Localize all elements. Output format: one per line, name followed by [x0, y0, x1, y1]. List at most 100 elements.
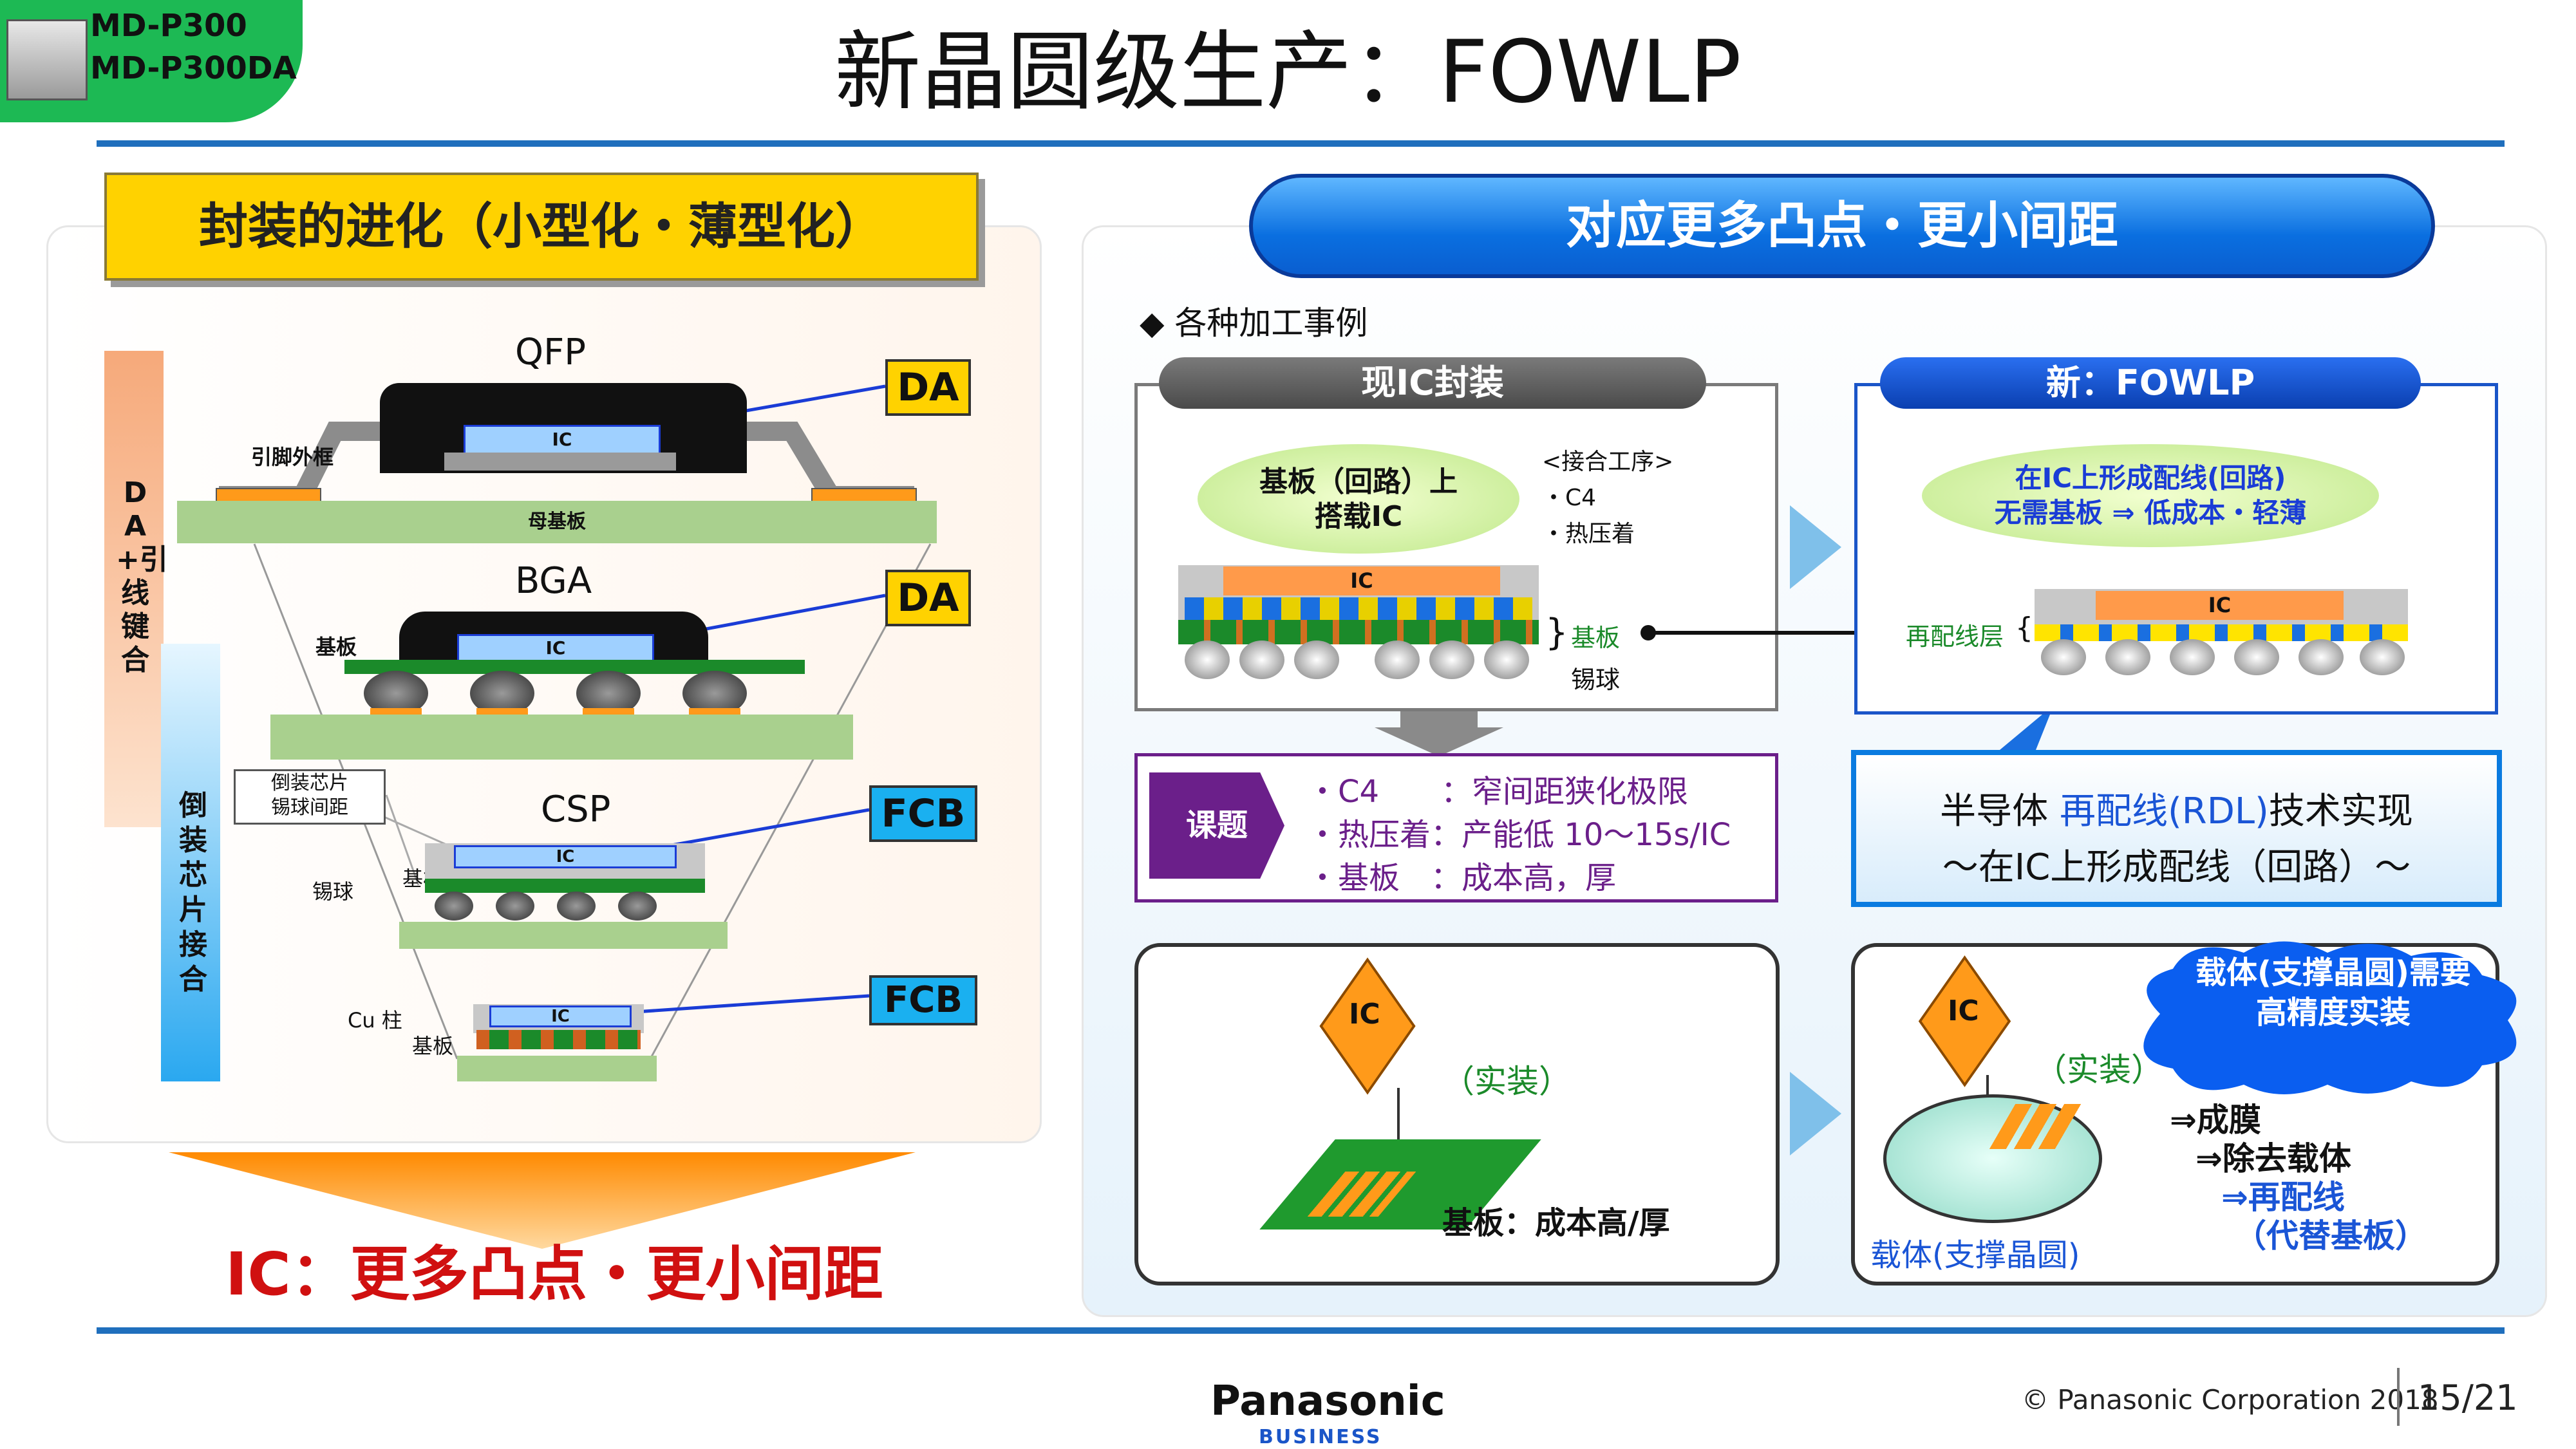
rdl-box: 半导体 再配线(RDL)技术实现 〜在IC上形成配线（回路）〜	[1851, 750, 2502, 907]
current-ball-4	[1375, 640, 1420, 679]
fowlp-rdl	[2035, 624, 2408, 641]
pitch-callout-text: 倒装芯片 锡球间距	[271, 772, 348, 819]
current-ball-2	[1239, 640, 1284, 679]
current-substrate-label: 基板	[1571, 624, 1621, 652]
footer-divider	[2397, 1368, 2400, 1426]
current-ball-5	[1429, 640, 1474, 679]
fc-vertical-label: 倒装芯片接合	[179, 789, 207, 996]
da-gradient-bar	[104, 351, 164, 827]
page-title: 新晶圆级生产：FOWLP	[834, 22, 1742, 122]
ic-chip-iso-right-text: IC	[1948, 995, 1979, 1027]
footer-rule	[97, 1327, 2505, 1334]
bga-label: BGA	[515, 560, 592, 602]
cloud-text: 载体(支撑晶圆)需要 高精度实装	[2195, 955, 2471, 1031]
bga-ic-text: IC	[545, 637, 566, 659]
product-name-2: MD-P300DA	[90, 50, 297, 86]
issue-item-3: ・基板 ：成本高，厚	[1307, 860, 1617, 896]
bga-substrate	[344, 660, 805, 674]
mount-label-left: （实装）	[1442, 1063, 1571, 1100]
current-ball-1	[1185, 640, 1230, 679]
brand-sub: BUSINESS	[1259, 1426, 1382, 1448]
rdl-box-text-b: 再配线(RDL)	[2059, 790, 2269, 832]
brand-logo: Panasonic	[1210, 1378, 1445, 1425]
current-solder-label: 锡球	[1571, 666, 1621, 694]
title-rule	[97, 140, 2505, 147]
csp-substrate	[425, 879, 705, 893]
left-header: 封装的进化（小型化・薄型化）	[104, 173, 979, 281]
fowlp-ball-5	[2299, 639, 2344, 675]
machine-thumbnail	[6, 19, 88, 100]
current-ball-3	[1294, 640, 1339, 679]
step-film: ⇒成膜	[2170, 1101, 2261, 1139]
da-vertical-label: DA+引线键合	[116, 476, 168, 677]
csp-ball-1	[435, 892, 473, 921]
fowlp-pill-line2: 无需基板 ⇒ 低成本・轻薄	[1994, 497, 2307, 528]
rdl-box-text-a: 半导体	[1940, 790, 2060, 832]
bga-da-badge: DA	[885, 570, 971, 626]
step-replace-substrate: （代替基板）	[2234, 1217, 2427, 1255]
right-header: 对应更多凸点・更小间距	[1249, 174, 2435, 278]
current-ic-pill: 基板（回路）上 搭载IC	[1198, 444, 1519, 554]
fowlp-ball-6	[2360, 639, 2405, 675]
bottom-conclusion: IC：更多凸点・更小间距	[225, 1240, 883, 1309]
csp-ball-3	[557, 892, 596, 921]
copyright: © Panasonic Corporation 2018	[2022, 1384, 2439, 1416]
rdl-box-line2: 〜在IC上形成配线（回路）〜	[1942, 846, 2411, 888]
csp-fcb-badge: FCB	[869, 785, 977, 842]
examples-subtitle: ◆ 各种加工事例	[1140, 304, 1368, 342]
fowlp-ic-chip-text: IC	[2208, 593, 2232, 617]
issue-item-1: ・C4 ：窄间距狭化极限	[1307, 774, 1689, 810]
step-redistribution: ⇒再配线	[2221, 1179, 2345, 1216]
ic-chip-iso-text: IC	[1349, 998, 1380, 1031]
evolution-arrow	[169, 1152, 916, 1249]
fowlp-pill: 在IC上形成配线(回路) 无需基板 ⇒ 低成本・轻薄	[1922, 444, 2379, 547]
cu-board	[457, 1056, 657, 1081]
cu-fcb-badge: FCB	[869, 975, 977, 1025]
current-ic-tab: 现IC封装	[1159, 357, 1706, 409]
issue-item-2: ・热压着：产能低 10〜15s/IC	[1307, 817, 1731, 853]
leadframe-label: 引脚外框	[251, 445, 334, 469]
fowlp-ball-4	[2234, 639, 2279, 675]
csp-ball-2	[496, 892, 534, 921]
current-ball-6	[1484, 640, 1529, 679]
product-corner-badge: MD-P300 MD-P300DA	[0, 0, 303, 122]
page-number: 15/21	[2418, 1378, 2518, 1418]
mount-arrow-left	[1397, 1088, 1400, 1159]
step-remove-carrier: ⇒除去载体	[2195, 1140, 2351, 1177]
fowlp-ball-1	[2041, 639, 2086, 675]
cu-ic: IC	[489, 1005, 632, 1027]
csp-ball-4	[618, 892, 657, 921]
rdl-brace: {	[2015, 612, 2033, 644]
product-name-1: MD-P300	[90, 8, 247, 44]
current-ic-chip-text: IC	[1350, 568, 1373, 593]
cu-ic-text: IC	[551, 1007, 570, 1026]
csp-ic-text: IC	[556, 847, 575, 866]
bga-substrate-label: 基板	[315, 635, 357, 659]
fowlp-ball-2	[2105, 639, 2150, 675]
substrate-brace: }	[1545, 612, 1568, 653]
board-cost-label: 基板：成本高/厚	[1442, 1205, 1670, 1241]
mother-board-label: 母基板	[528, 510, 586, 533]
fowlp-ic-chip: IC	[2096, 591, 2344, 620]
csp-label: CSP	[541, 789, 611, 830]
cloud-shape	[2143, 941, 2517, 1094]
current-bumps	[1185, 597, 1532, 620]
cu-substrate-label: 基板	[412, 1034, 454, 1058]
csp-solder-label: 锡球	[312, 879, 354, 904]
rdl-layer-label: 再配线层	[1906, 622, 2004, 651]
current-ic-pill-text: 基板（回路）上 搭载IC	[1259, 465, 1458, 533]
csp-board	[399, 922, 728, 949]
fc-gradient-bar	[161, 644, 220, 1081]
current-ic-chip: IC	[1223, 566, 1500, 595]
pitch-callout: 倒装芯片 锡球间距	[234, 769, 386, 825]
cu-pillars	[476, 1030, 641, 1049]
qfp-die-pad	[444, 453, 676, 471]
csp-ic: IC	[454, 845, 677, 868]
mount-label-right: （实装）	[2035, 1051, 2163, 1089]
bga-board	[270, 715, 853, 760]
qfp-da-badge: DA	[885, 359, 971, 416]
mother-board: 母基板	[177, 501, 937, 543]
fowlp-pill-line1: 在IC上形成配线(回路)	[2015, 462, 2286, 494]
qfp-label: QFP	[515, 332, 587, 373]
process-list: <接合工序> ・C4 ・热压着	[1542, 449, 1674, 547]
